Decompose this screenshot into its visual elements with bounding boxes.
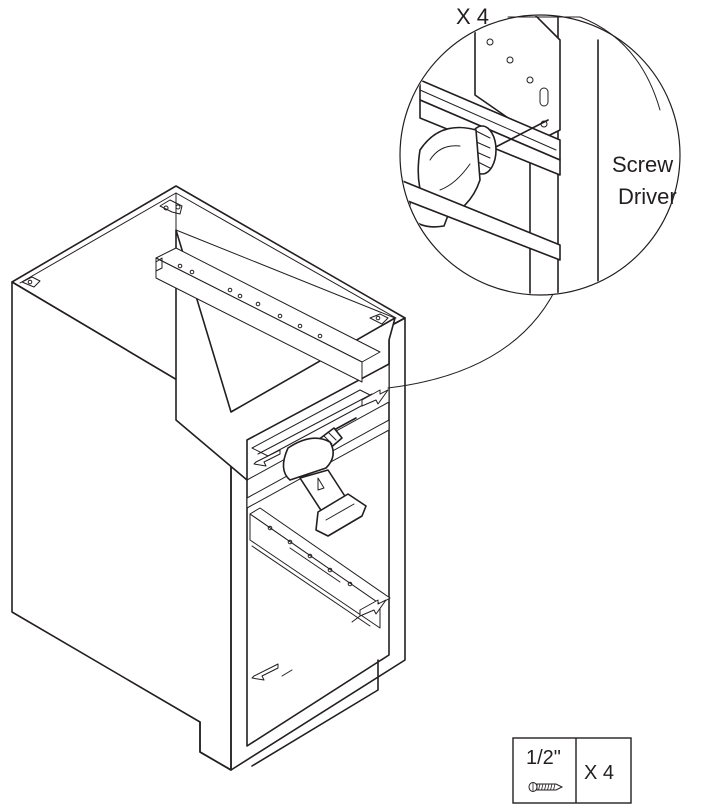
fastener-count-label: X 4 (456, 4, 489, 29)
screw-icon (528, 782, 564, 792)
corner-bracket-icon (369, 313, 389, 325)
drawer-slide-rail (155, 247, 381, 383)
screw-size-label: 1/2" (526, 747, 561, 769)
detail-callout (387, 14, 681, 389)
cabinet (11, 185, 406, 771)
screw-arrow-icon (251, 663, 279, 681)
power-drill-icon (282, 417, 367, 537)
screw-quantity-label: X 4 (584, 762, 614, 784)
screw-arrow-icon (361, 389, 389, 407)
corner-bracket-icon (21, 276, 41, 288)
screw-arrow-icon (359, 599, 387, 617)
parts-box: 1/2" X 4 (512, 737, 632, 804)
tool-label-line2: Driver (618, 184, 677, 209)
tool-label-line1: Screw (612, 152, 673, 177)
drawer-slide-rail (249, 507, 391, 629)
screw-arrow-icon (253, 449, 281, 467)
